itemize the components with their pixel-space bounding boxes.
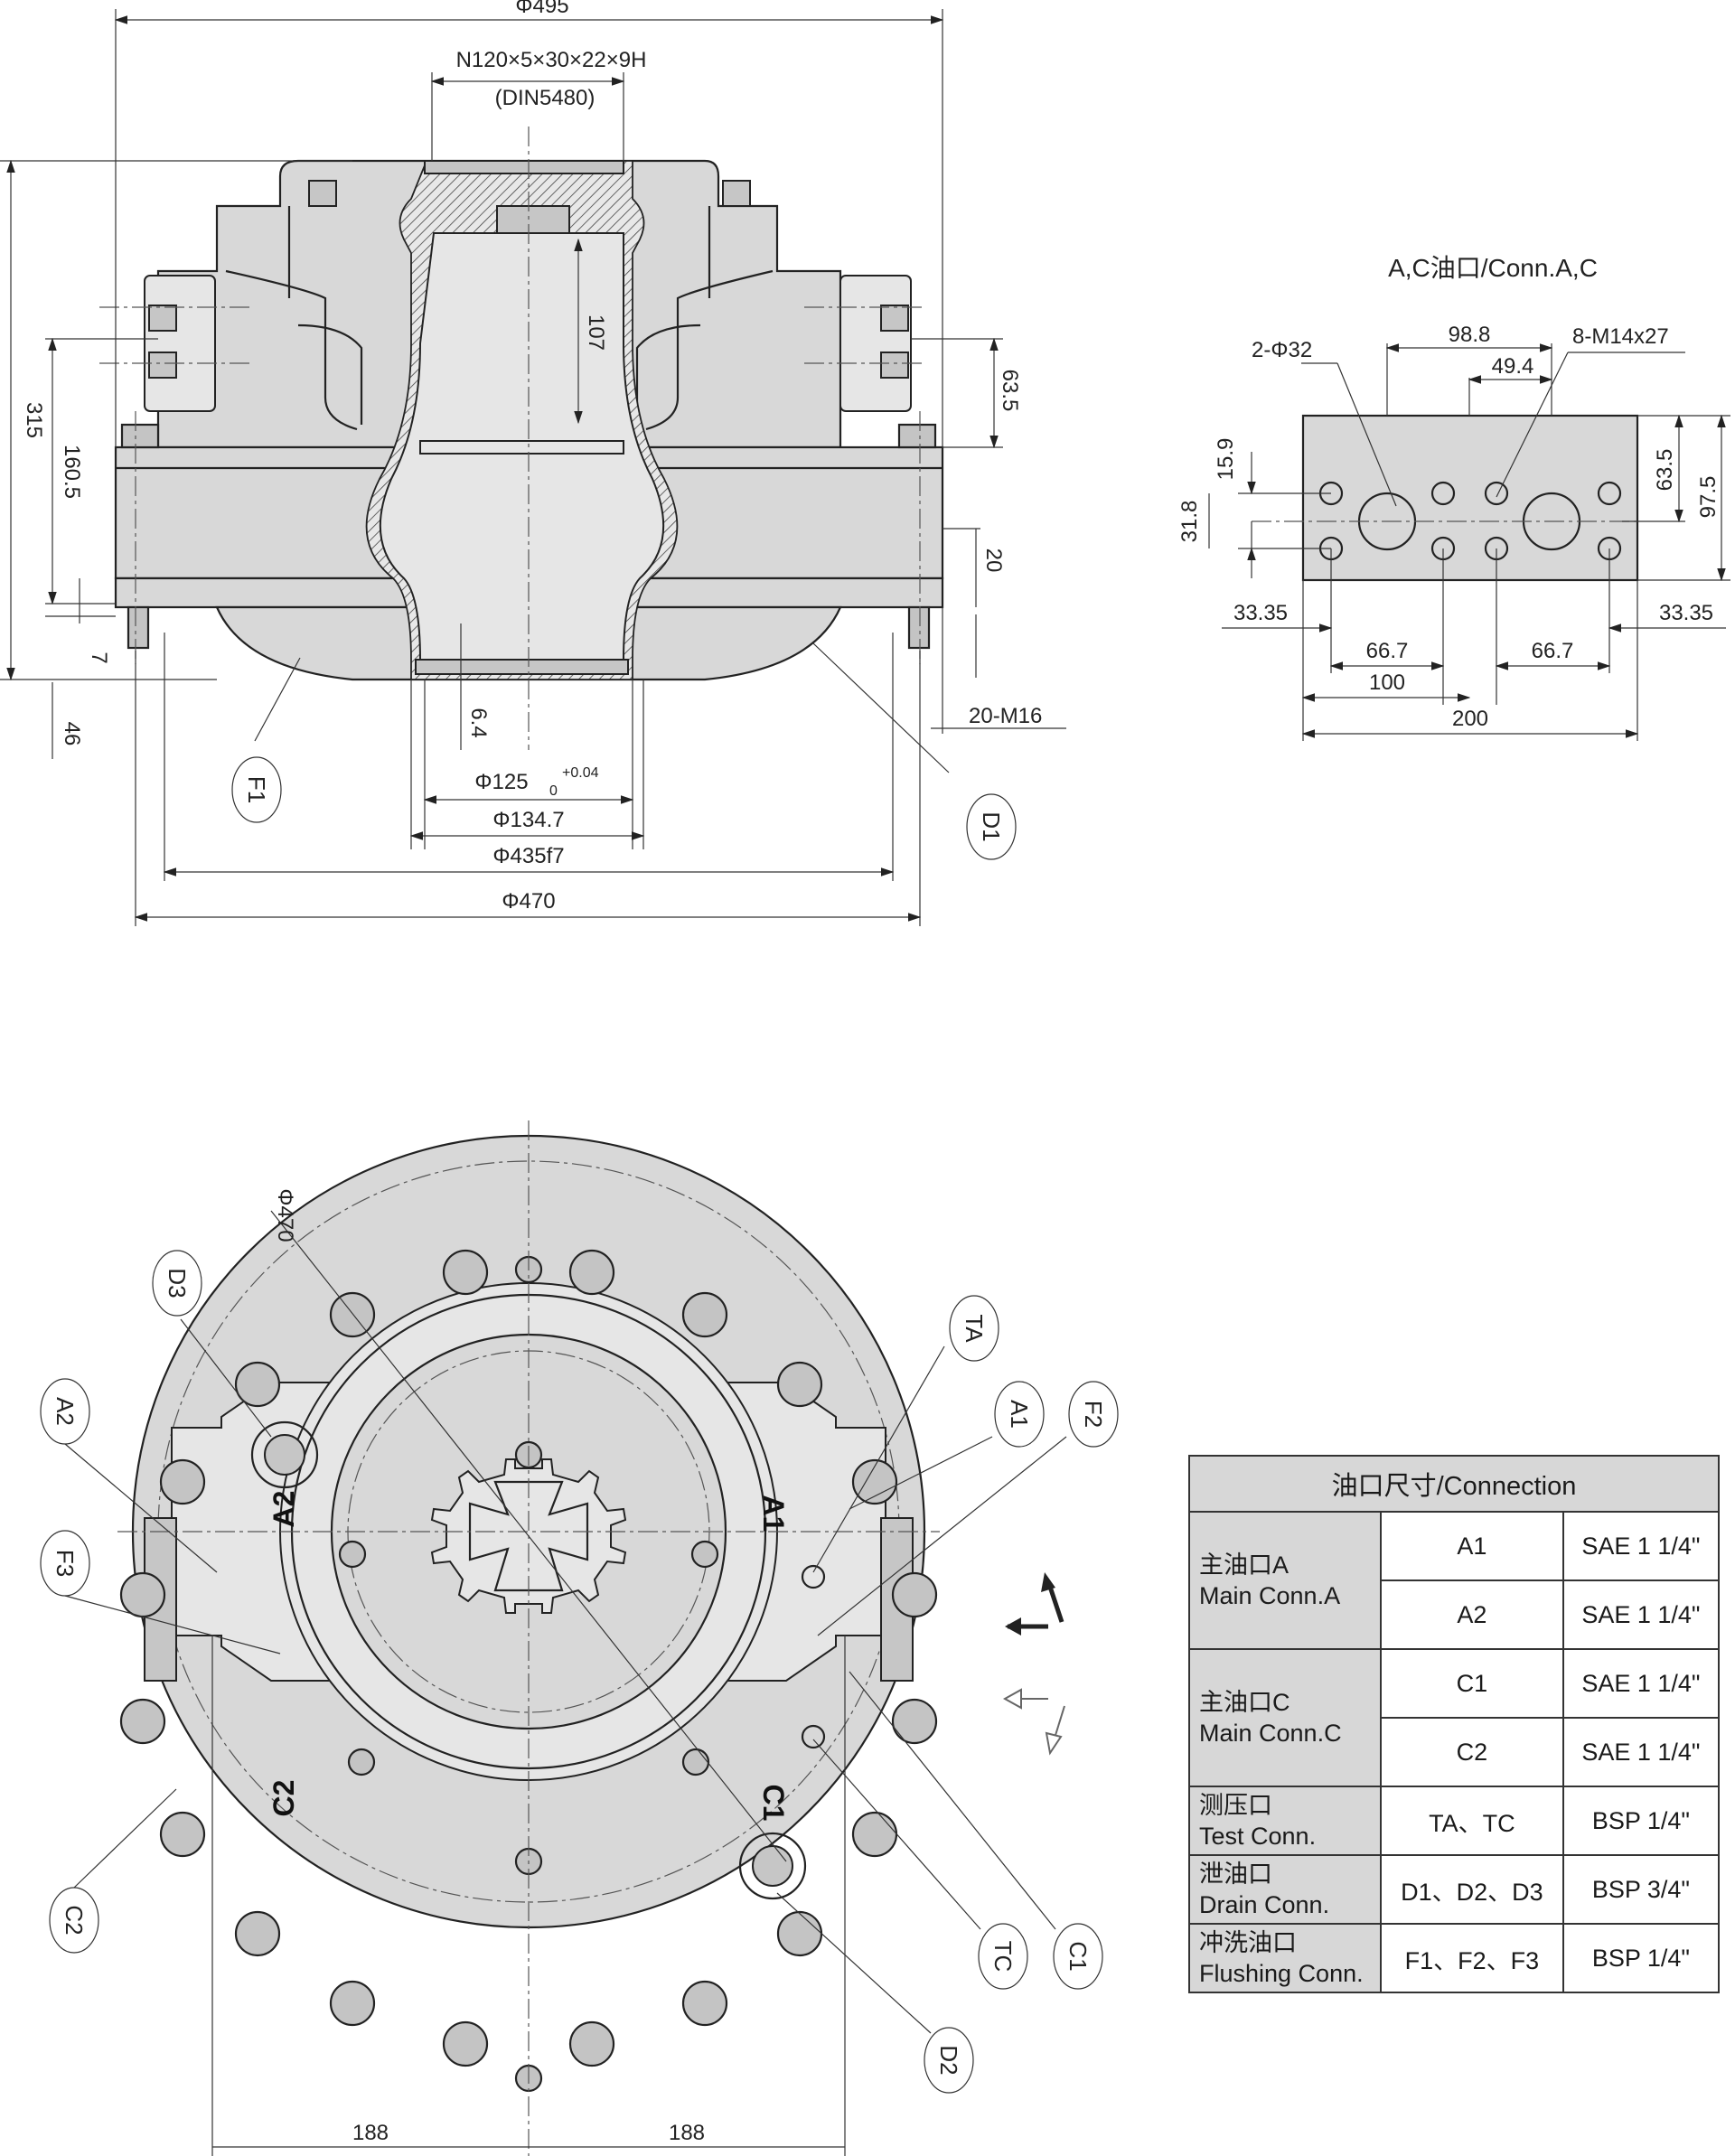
port-cell: A1 — [1380, 1511, 1564, 1581]
port-label-a1: A1 — [757, 1495, 790, 1533]
dim-h46: 46 — [60, 722, 84, 746]
dim-h6: 6.4 — [466, 708, 491, 737]
dim-h160: 160.5 — [60, 445, 84, 499]
group-label: 主油口A Main Conn.A — [1188, 1511, 1382, 1650]
port-dim-w200: 200 — [1452, 707, 1488, 731]
callout-f3: F3 — [52, 1550, 79, 1577]
dim-d470: Φ470 — [502, 889, 555, 914]
dim-d125-tol-up: +0.04 — [562, 765, 599, 781]
port-dim-h31: 31.8 — [1177, 501, 1202, 543]
port-block — [1301, 414, 1639, 582]
dim-d125-tol-low: 0 — [549, 783, 558, 799]
port-label-c2: C2 — [267, 1780, 300, 1817]
port-dim-l66: 66.7 — [1366, 639, 1409, 663]
port-dim-h63: 63.5 — [1653, 449, 1677, 492]
port-dim-w100: 100 — [1369, 670, 1405, 695]
size-cell: BSP 3/4" — [1562, 1854, 1721, 1925]
left-lug — [144, 275, 216, 412]
right-lug — [839, 275, 912, 412]
dim-h63: 63.5 — [998, 370, 1022, 412]
size-cell: BSP 1/4" — [1562, 1786, 1721, 1856]
side-view: Φ495 N120×5×30×22×9H (DIN5480) 315 160.5… — [0, 0, 1066, 926]
table-row: 冲洗油口 Flushing Conn. F1、F2、F3 BSP 1/4" — [1188, 1923, 1721, 1993]
port-dim-r33: 33.35 — [1659, 601, 1713, 625]
callout-d3: D3 — [164, 1268, 191, 1298]
table-header: 油口尺寸/Connection — [1188, 1455, 1720, 1513]
dim-d125: Φ125 — [474, 770, 528, 794]
table-row: A2 SAE 1 1/4" — [1189, 1580, 1721, 1650]
size-cell: SAE 1 1/4" — [1562, 1648, 1721, 1719]
table-header-row: 油口尺寸/Connection — [1188, 1455, 1720, 1513]
front-dim-l188: 188 — [352, 2121, 389, 2145]
front-dim-d470: Φ470 — [273, 1188, 297, 1242]
callout-a1: A1 — [1006, 1400, 1033, 1429]
table-row: 主油口C Main Conn.C C1 SAE 1 1/4" — [1188, 1648, 1721, 1787]
front-dim-r188: 188 — [669, 2121, 705, 2145]
dim-h20: 20 — [981, 548, 1006, 573]
table-row: C2 SAE 1 1/4" — [1189, 1717, 1721, 1787]
size-cell: SAE 1 1/4" — [1562, 1511, 1721, 1581]
group-label: 主油口C Main Conn.C — [1188, 1648, 1382, 1787]
dim-d134: Φ134.7 — [492, 808, 564, 832]
port-dim-h15: 15.9 — [1214, 438, 1238, 481]
connection-table: 油口尺寸/Connection 主油口A Main Conn.A A1 SAE … — [1188, 1455, 1721, 1993]
table-row: 测压口 Test Conn. TA、TC BSP 1/4" — [1188, 1786, 1721, 1856]
table-row: 主油口A Main Conn.A A1 SAE 1 1/4" — [1188, 1511, 1721, 1650]
callout-a2: A2 — [52, 1397, 79, 1426]
dim-spline: N120×5×30×22×9H — [456, 48, 647, 72]
group-label: 泄油口 Drain Conn. — [1188, 1854, 1382, 1925]
size-cell: SAE 1 1/4" — [1562, 1717, 1721, 1787]
group-label: 冲洗油口 Flushing Conn. — [1188, 1923, 1382, 1993]
port-dim-d49: 49.4 — [1492, 354, 1534, 379]
port-cell: D1、D2、D3 — [1380, 1854, 1564, 1925]
size-cell: SAE 1 1/4" — [1562, 1580, 1721, 1650]
dim-m16: 20-M16 — [969, 704, 1042, 728]
port-view: A,C油口/Conn.A,C 98.8 49.4 2-Φ32 8-M14x27 — [1177, 254, 1730, 741]
port-cell: TA、TC — [1380, 1786, 1564, 1856]
port-dim-threads: 8-M14x27 — [1572, 324, 1669, 349]
port-dim-r66: 66.7 — [1532, 639, 1574, 663]
port-cell: F1、F2、F3 — [1380, 1923, 1564, 1993]
dim-h7: 7 — [87, 651, 111, 663]
port-cell: C1 — [1380, 1648, 1564, 1719]
port-d2-plug — [738, 1832, 807, 1900]
flange-bolts — [119, 1249, 938, 2067]
port-cell: C2 — [1380, 1717, 1564, 1787]
port-dim-h97: 97.5 — [1696, 476, 1721, 519]
port-label-c1: C1 — [757, 1785, 790, 1822]
callout-f2: F2 — [1080, 1401, 1107, 1428]
port-dim-l33: 33.35 — [1233, 601, 1288, 625]
port-dim-holes: 2-Φ32 — [1252, 338, 1312, 362]
callout-d1: D1 — [978, 811, 1005, 841]
port-view-title: A,C油口/Conn.A,C — [1388, 254, 1598, 282]
callout-f1: F1 — [243, 776, 270, 803]
port-cell: A2 — [1380, 1580, 1564, 1650]
front-view: A2 A1 C2 C1 Φ470 188 188 D3 A2 F3 C2 TA … — [40, 1120, 1119, 2156]
callout-c2: C2 — [61, 1905, 88, 1935]
size-cell: BSP 1/4" — [1562, 1923, 1721, 1993]
dim-h315: 315 — [22, 402, 46, 438]
callout-ta: TA — [961, 1314, 988, 1343]
port-d3-plug — [250, 1420, 319, 1489]
rotation-arrows-icon — [1002, 1572, 1065, 1756]
callout-d2: D2 — [935, 2045, 962, 2075]
dim-spline-std: (DIN5480) — [495, 86, 596, 110]
callout-c1: C1 — [1064, 1941, 1092, 1971]
port-dim-d98: 98.8 — [1449, 323, 1491, 347]
dim-d435: Φ435f7 — [492, 844, 564, 868]
callout-tc: TC — [989, 1941, 1017, 1973]
dim-h107: 107 — [584, 314, 608, 351]
group-label: 测压口 Test Conn. — [1188, 1786, 1382, 1856]
port-label-a2: A2 — [267, 1491, 300, 1528]
table-row: 泄油口 Drain Conn. D1、D2、D3 BSP 3/4" — [1188, 1854, 1721, 1925]
dim-d495: Φ495 — [515, 0, 568, 18]
